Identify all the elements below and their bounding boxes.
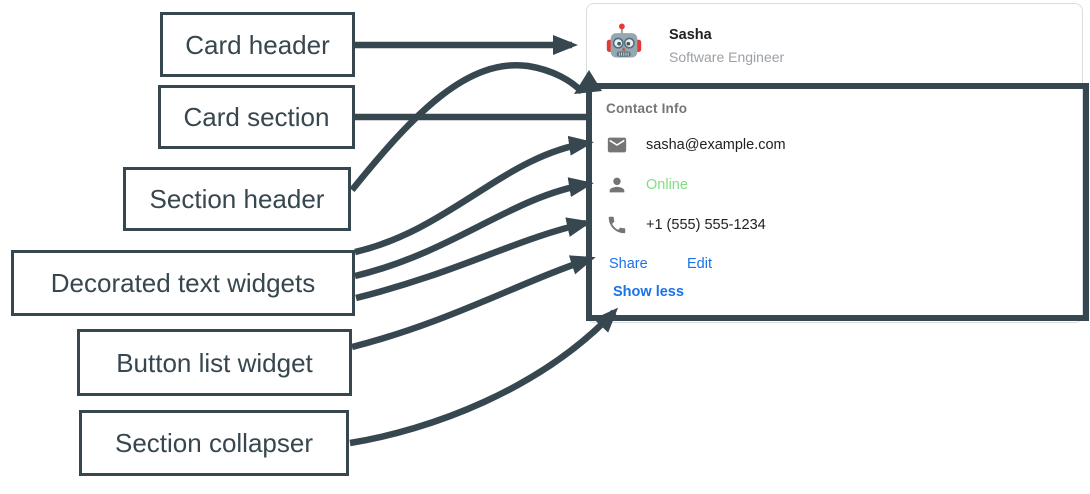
contact-card: Sasha Software Engineer Contact Info sas… xyxy=(586,3,1083,323)
decorated-text-arrow-status xyxy=(354,177,594,280)
section-collapser-arrow xyxy=(349,307,619,447)
section-header-arrowhead xyxy=(574,70,602,94)
share-button[interactable]: Share xyxy=(609,256,648,272)
annotation-label-card-section: Card section xyxy=(158,85,355,149)
annotation-label-section-header: Section header xyxy=(123,167,351,231)
email-icon xyxy=(607,137,627,153)
annotation-label-section-collapser: Section collapser xyxy=(79,410,349,476)
person-title: Software Engineer xyxy=(669,49,785,65)
decorated-text-arrow-email xyxy=(354,135,594,256)
button-list-arrow xyxy=(351,255,596,351)
decorated-text-email-row: sasha@example.com xyxy=(606,134,786,156)
annotation-label-decorated-text-widgets: Decorated text widgets xyxy=(11,250,355,316)
section-header-arrow xyxy=(349,61,585,193)
edit-button[interactable]: Edit xyxy=(687,256,712,272)
annotation-label-text: Section header xyxy=(149,184,325,214)
robot-avatar-icon xyxy=(606,23,642,58)
annotation-label-text: Section collapser xyxy=(115,428,313,458)
annotation-label-text: Decorated text widgets xyxy=(50,268,316,298)
person-name: Sasha xyxy=(669,27,712,43)
person-icon xyxy=(609,177,625,193)
decorated-text-status-row: Online xyxy=(606,174,688,196)
annotation-label-text: Card header xyxy=(185,29,330,60)
annotation-label-button-list-widget: Button list widget xyxy=(77,329,352,396)
phone-text: +1 (555) 555-1234 xyxy=(646,217,766,233)
decorated-text-arrow-phone xyxy=(355,217,592,302)
annotation-label-card-header: Card header xyxy=(160,12,355,77)
decorated-text-phone-row: +1 (555) 555-1234 xyxy=(606,214,766,236)
section-header: Contact Info xyxy=(606,101,688,116)
annotation-label-text: Card section xyxy=(183,102,330,132)
status-text: Online xyxy=(646,177,688,193)
show-less-collapser[interactable]: Show less xyxy=(613,284,684,300)
email-text: sasha@example.com xyxy=(646,137,786,153)
annotation-label-text: Button list widget xyxy=(116,347,313,378)
card-header: Sasha Software Engineer xyxy=(587,4,1082,84)
phone-icon xyxy=(608,216,626,234)
